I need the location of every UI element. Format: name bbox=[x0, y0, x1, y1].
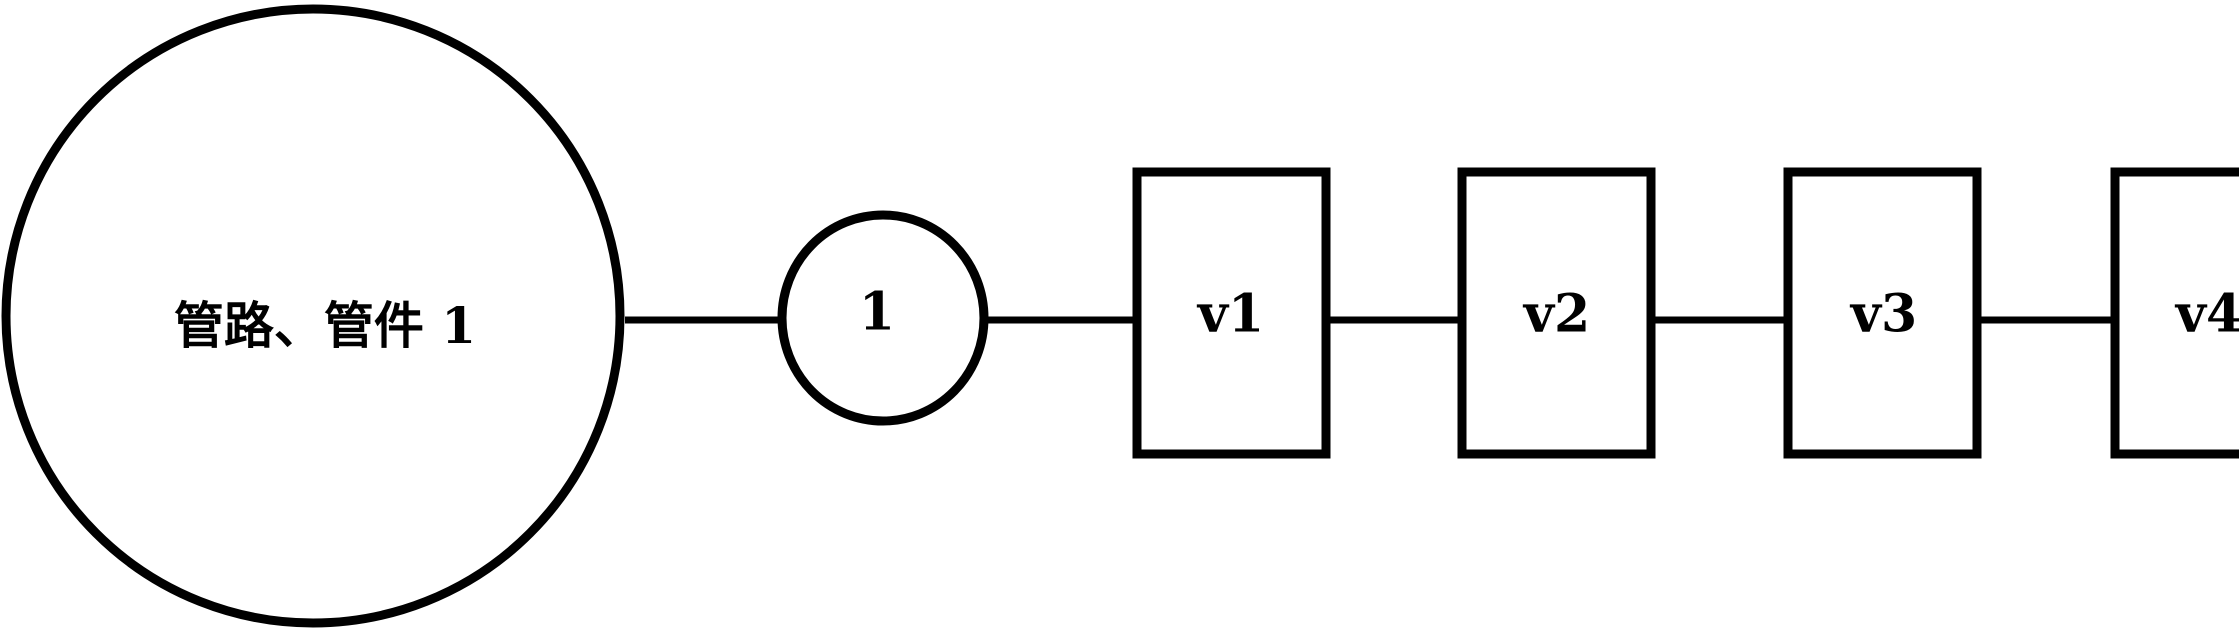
circle-node-1: 1 bbox=[777, 210, 989, 426]
box-node-v4-label: v4 bbox=[2175, 284, 2239, 345]
box-node-v4: v4 bbox=[2110, 167, 2239, 459]
box-node-v3: v3 bbox=[1783, 167, 1982, 459]
box-node-v3-label: v3 bbox=[1850, 284, 1917, 345]
pipe-node-label: 管路、管件 1 bbox=[174, 296, 476, 355]
box-node-v2: v2 bbox=[1457, 167, 1656, 459]
pipe-node: 管路、管件 1 bbox=[1, 4, 625, 628]
box-node-v1-label: v1 bbox=[1197, 284, 1264, 345]
circle-node-1-label: 1 bbox=[859, 282, 895, 343]
box-node-v1: v1 bbox=[1132, 167, 1331, 459]
box-node-v2-label: v2 bbox=[1523, 284, 1590, 345]
